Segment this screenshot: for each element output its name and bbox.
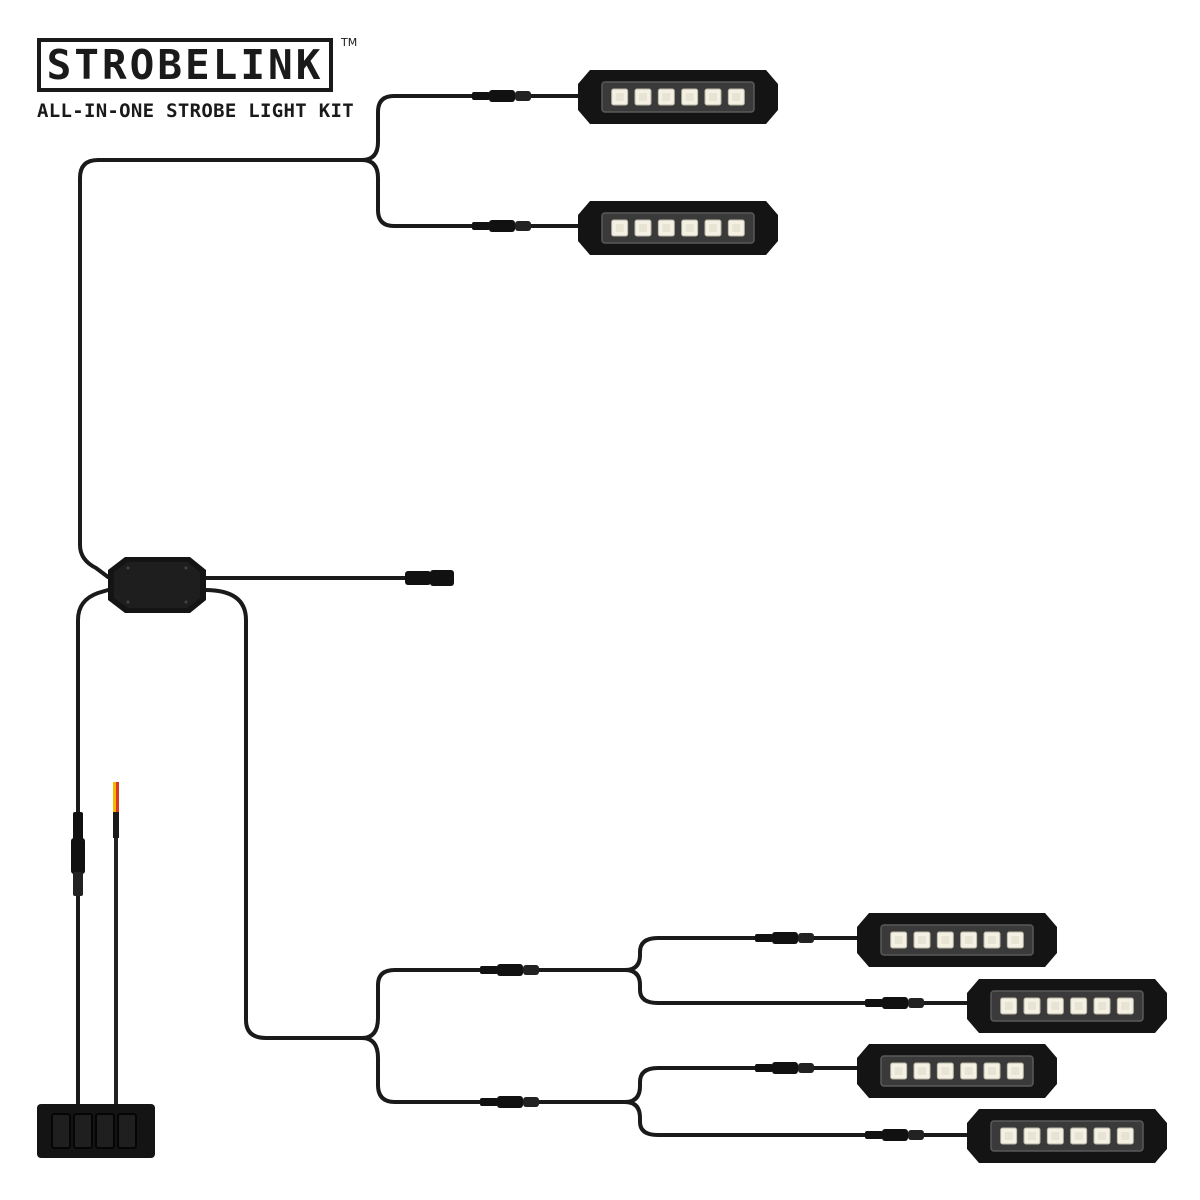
led-chip [1023,1127,1041,1145]
led-chip [681,219,699,237]
led-chip [1116,1127,1134,1145]
led-chip [611,219,629,237]
led-chip [983,931,1001,949]
led-chip [936,1062,954,1080]
led-chip [1046,1127,1064,1145]
led-chip [890,1062,908,1080]
led-chip [960,931,978,949]
trademark-mark: TM [341,36,358,49]
strobe-light-head [967,979,1167,1033]
strobe-light-head [857,1044,1057,1098]
strobe-light-head [578,201,778,255]
strobe-light-head [578,70,778,124]
led-chip [960,1062,978,1080]
led-chip [1000,1127,1018,1145]
led-chip [727,219,745,237]
led-chip [890,931,908,949]
led-chip [1116,997,1134,1015]
cable-connectors [71,90,924,1141]
led-chip [1000,997,1018,1015]
brand-logo-text: STROBELINK [46,40,324,89]
cable-harness [76,94,970,1137]
led-chip [704,219,722,237]
led-chip [983,1062,1001,1080]
led-chip [913,1062,931,1080]
led-chip [681,88,699,106]
led-chip [1006,931,1024,949]
led-chip [1070,997,1088,1015]
strobe-light-head [967,1109,1167,1163]
led-chip [1070,1127,1088,1145]
light-heads [578,70,1167,1163]
led-chip [1093,1127,1111,1145]
led-chip [634,88,652,106]
led-chip [1046,997,1064,1015]
strobe-light-head [857,913,1057,967]
brand-tagline: ALL-IN-ONE STROBE LIGHT KIT [37,100,354,122]
led-chip [657,88,675,106]
led-chip [913,931,931,949]
control-module [108,557,206,613]
led-chip [936,931,954,949]
switch-panel [37,1104,155,1158]
led-chip [611,88,629,106]
brand-logo: STROBELINK [37,38,333,92]
led-chip [1093,997,1111,1015]
led-chip [634,219,652,237]
led-chip [657,219,675,237]
power-wires [113,782,119,838]
led-chip [1006,1062,1024,1080]
led-chip [704,88,722,106]
led-chip [727,88,745,106]
led-chip [1023,997,1041,1015]
